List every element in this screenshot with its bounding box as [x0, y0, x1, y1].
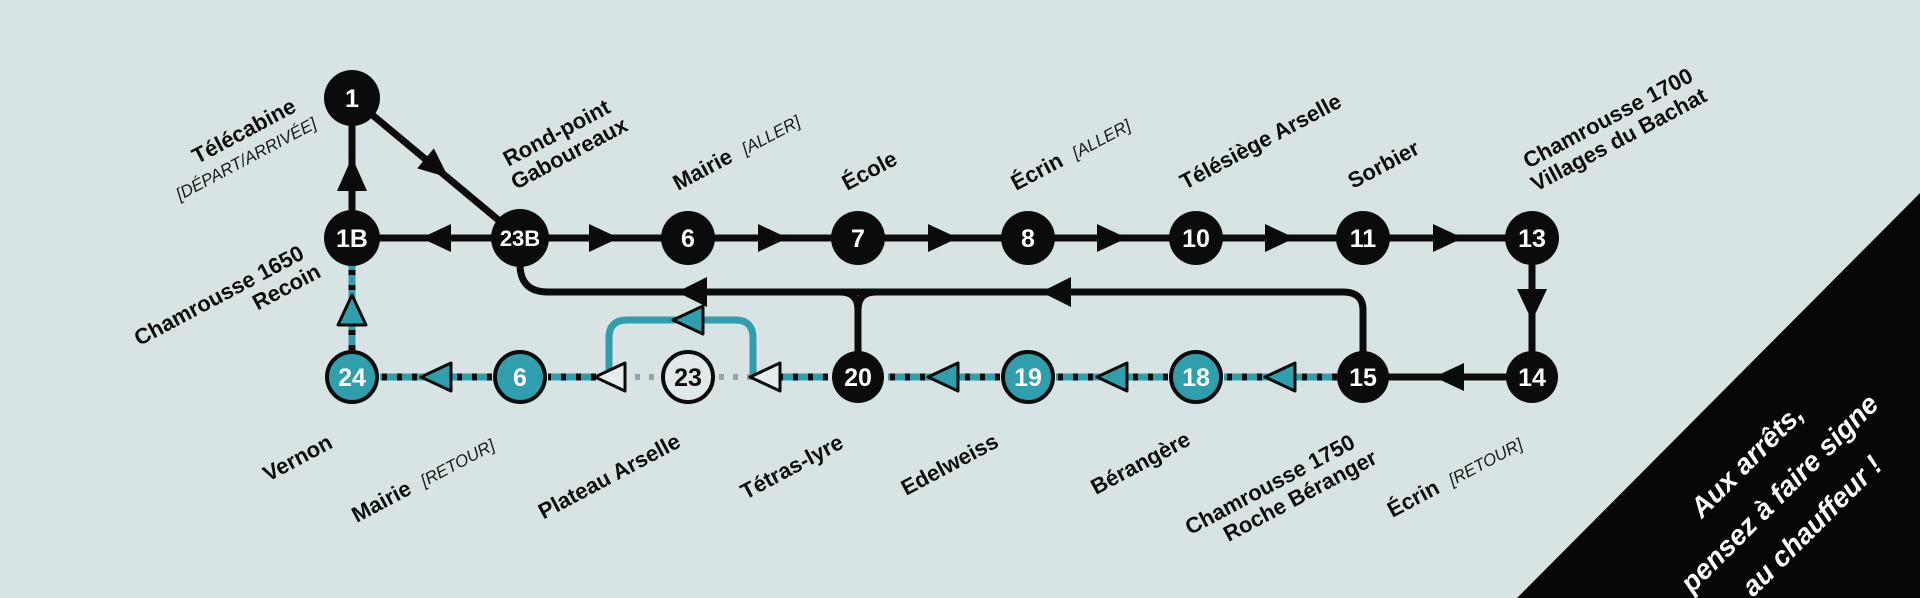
stop-label-vernon: Vernon: [259, 429, 337, 486]
arrow-right-7-8-icon: [928, 224, 958, 252]
arrow-right-6-7-icon: [758, 224, 788, 252]
stop-number-sorbier: 11: [1350, 225, 1377, 253]
stop-node-ecole: [831, 211, 885, 265]
banner-triangle: [1517, 193, 1920, 598]
stop-label-sorbier: Sorbier: [1344, 135, 1424, 193]
stop-label-plateau-arselle: Plateau Arselle: [534, 428, 684, 524]
stop-node-vernon: [325, 350, 379, 404]
stop-node-mairie-aller: [661, 211, 715, 265]
stop-number-gaboureaux: 23B: [500, 226, 540, 251]
stop-node-roche-beranger: [1337, 351, 1389, 403]
route-line-mid-connector: [516, 262, 1367, 352]
arrow-up-24-1b-icon: [336, 293, 368, 327]
stop-label-plateau-arselle-name: Plateau Arselle: [534, 428, 684, 524]
stop-label-edelweiss: Edelweiss: [897, 428, 1003, 500]
stop-node-bachat: [1505, 211, 1559, 265]
arrow-right-23b-6-icon: [589, 224, 619, 252]
arrow-left-23b-1b-icon: [421, 224, 451, 252]
stop-number-mairie-retour: 6: [513, 364, 527, 392]
arrow-right-8-10-icon: [1097, 224, 1127, 252]
stop-label-ecrin-retour-sub: [RETOUR]: [1445, 434, 1527, 490]
stop-node-edelweiss: [1001, 350, 1055, 404]
stop-label-sorbier-name: Sorbier: [1344, 135, 1424, 193]
stop-node-plateau-arselle: [661, 350, 715, 404]
arrow-left-mid-west-icon: [677, 277, 707, 307]
stop-number-vernon: 24: [338, 364, 366, 392]
stop-label-mairie-retour-name: Mairie: [347, 475, 415, 527]
stop-node-mairie-retour: [493, 350, 547, 404]
stop-node-ecrin-retour: [1506, 351, 1558, 403]
stop-number-roche-beranger: 15: [1349, 364, 1377, 392]
stop-label-mairie-aller: Mairie [ALLER]: [669, 107, 806, 195]
stop-label-telesiege-arselle: Télésiège Arselle: [1176, 88, 1346, 194]
stop-node-telesiege-arselle: [1169, 211, 1223, 265]
stop-nodes: [324, 70, 1559, 404]
stop-node-berangere: [1169, 350, 1223, 404]
stop-label-mairie-aller-name: Mairie: [669, 143, 737, 195]
stop-label-mairie-aller-sub: [ALLER]: [738, 111, 805, 159]
route-line-junction-tetras-lyre: [839, 288, 877, 352]
arrow-left-optional-west-icon: [593, 361, 627, 393]
stop-labels: Télécabine [DÉPART/ARRIVÉE] Chamrousse 1…: [130, 60, 1713, 561]
arrow-left-bypass-loop-icon: [671, 304, 705, 336]
stop-label-mairie-retour-sub: [RETOUR]: [417, 435, 499, 491]
stop-number-ecrin-aller: 8: [1021, 225, 1035, 253]
arrow-left-6-24-icon: [419, 361, 453, 393]
stop-number-telesiege-arselle: 10: [1182, 225, 1210, 253]
stop-label-tetras-lyre-name: Tétras-lyre: [736, 429, 847, 504]
stop-label-recoin: Chamrousse 1650 Recoin: [130, 237, 325, 372]
stop-label-berangere: Bérangère: [1087, 426, 1195, 499]
stop-number-ecrin-retour: 14: [1518, 364, 1546, 392]
stop-label-gaboureaux: Rond-point Gaboureaux: [495, 91, 632, 195]
direction-arrows-teal: [336, 293, 1297, 393]
stop-node-sorbier: [1336, 211, 1390, 265]
stop-node-recoin: [324, 210, 380, 266]
stop-label-ecrin-aller-name: Écrin: [1007, 148, 1067, 196]
stop-label-ecrin-retour-name: Écrin: [1383, 474, 1443, 522]
arrow-right-10-11-icon: [1265, 224, 1295, 252]
arrow-left-optional-east-icon: [748, 361, 782, 393]
stop-number-plateau-arselle: 23: [674, 364, 702, 392]
direction-arrows-black: [337, 148, 1547, 391]
stop-label-mairie-retour: Mairie [RETOUR]: [347, 431, 499, 528]
driver-signal-banner: Aux arrêts, pensez à faire signe au chau…: [1517, 193, 1920, 598]
stop-label-berangere-name: Bérangère: [1087, 426, 1195, 499]
stop-label-ecole-name: École: [838, 146, 902, 196]
arrow-diagonal-1-23b-icon: [417, 148, 449, 178]
stop-node-gaboureaux: [491, 209, 549, 267]
stop-number-bachat: 13: [1518, 225, 1546, 253]
stop-label-bachat: Chamrousse 1700 Villages du Bachat: [1515, 60, 1713, 196]
stop-node-tetras-lyre: [832, 351, 884, 403]
arrow-right-11-13-icon: [1433, 224, 1463, 252]
stop-label-ecrin-retour: Écrin [RETOUR]: [1383, 430, 1527, 523]
arrow-down-13-14-icon: [1517, 289, 1547, 321]
stop-label-vernon-name: Vernon: [259, 429, 337, 486]
stop-number-berangere: 18: [1182, 364, 1210, 392]
stop-number-recoin: 1B: [336, 225, 368, 253]
stop-label-edelweiss-name: Edelweiss: [897, 428, 1003, 500]
arrow-left-15-18-icon: [1263, 361, 1297, 393]
stop-number-edelweiss: 19: [1014, 364, 1042, 392]
stop-label-telecabine: Télécabine [DÉPART/ARRIVÉE]: [158, 88, 320, 205]
stop-label-telesiege-arselle-name: Télésiège Arselle: [1176, 88, 1346, 194]
stop-label-ecrin-aller: Écrin [ALLER]: [1007, 111, 1136, 195]
stop-numbers: 1 1B 23B 6 7 8 10 11 13 14 15 18 19 20 2…: [336, 85, 1546, 392]
stop-label-tetras-lyre: Tétras-lyre: [736, 429, 847, 504]
stop-number-ecole: 7: [851, 225, 865, 253]
arrow-left-mid-east-icon: [1041, 277, 1071, 307]
stop-label-ecole: École: [838, 146, 902, 196]
direction-arrows-optional: [593, 361, 782, 393]
stop-number-telecabine: 1: [345, 85, 359, 113]
stop-label-roche-beranger: Chamrousse 1750 Roche Béranger: [1181, 423, 1381, 561]
arrow-left-14-15-icon: [1434, 363, 1464, 391]
stop-number-mairie-aller: 6: [681, 225, 695, 253]
stop-node-telecabine: [324, 70, 380, 126]
arrow-left-19-20-icon: [926, 361, 960, 393]
arrow-up-1b-1-icon: [337, 157, 367, 191]
arrow-left-18-19-icon: [1095, 361, 1129, 393]
stop-number-tetras-lyre: 20: [844, 364, 872, 392]
stop-label-ecrin-aller-sub: [ALLER]: [1068, 115, 1135, 163]
stop-node-ecrin-aller: [1001, 211, 1055, 265]
